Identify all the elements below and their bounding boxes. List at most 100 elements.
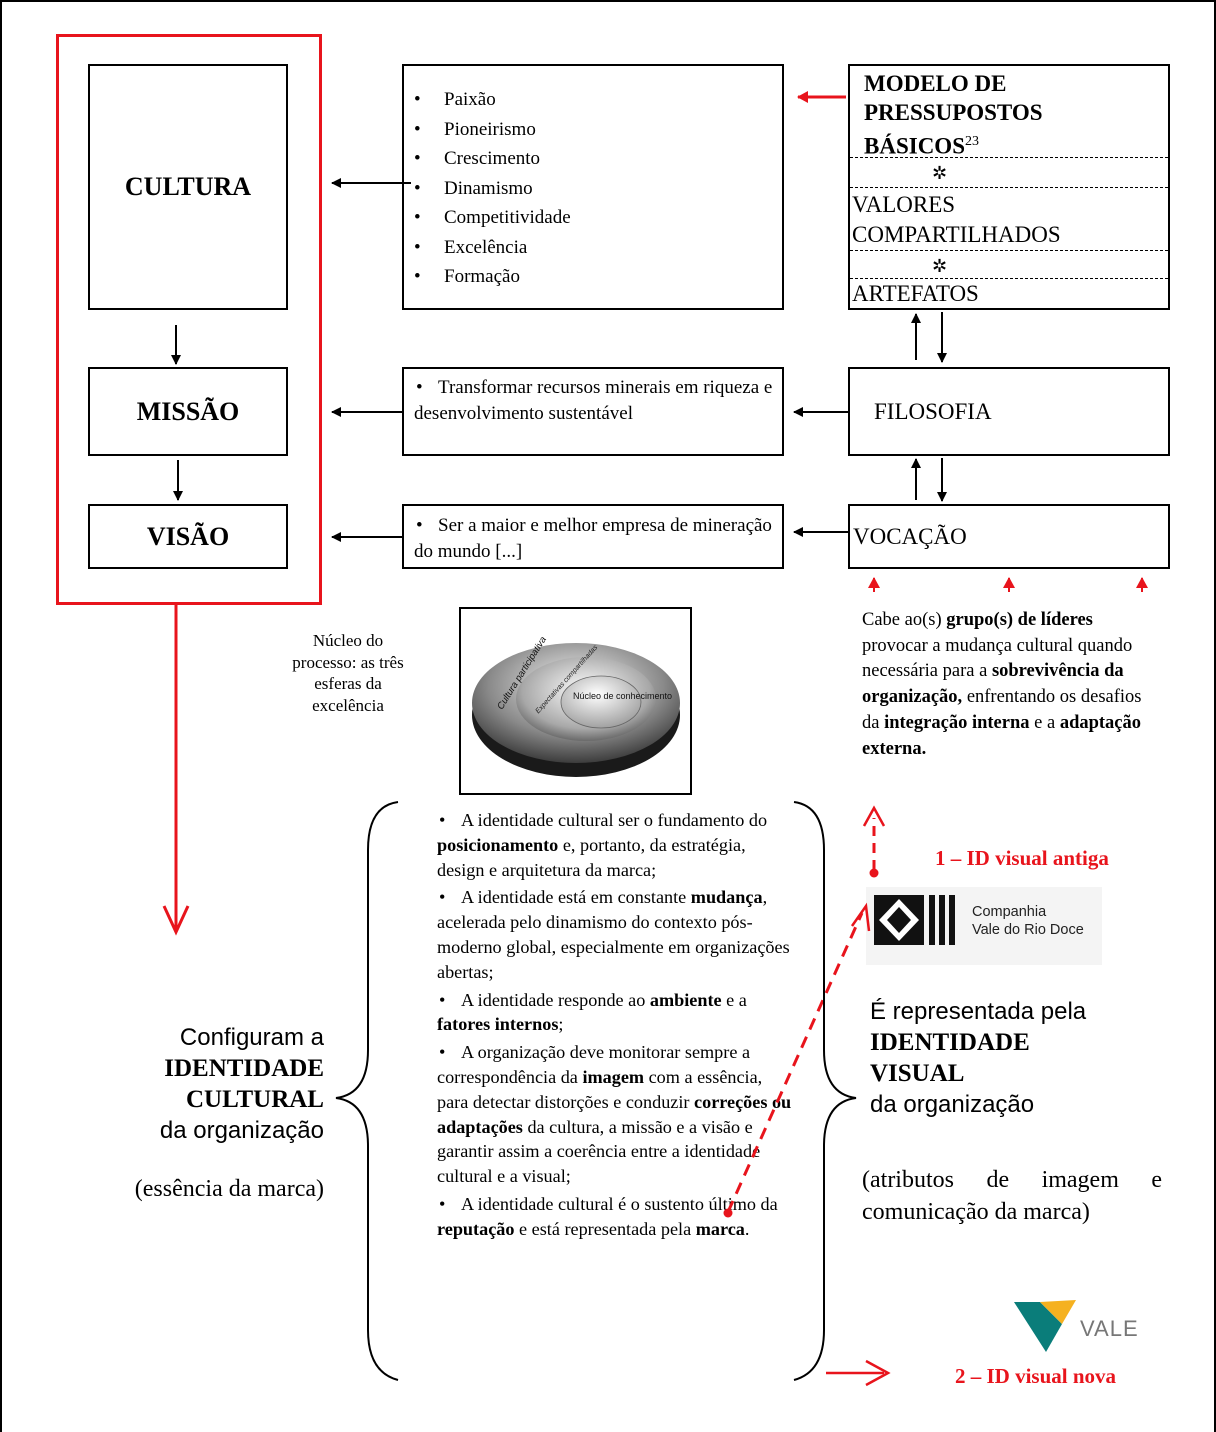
identity-bullet: • A identidade cultural ser o fundamento … [437,808,792,882]
bullet-icon: • [439,810,446,830]
leaders-paragraph: Cabe ao(s) grupo(s) de líderes provocar … [862,608,1162,762]
dashed-separator [850,157,1168,158]
interaction-star-icon: ✲ [932,256,948,276]
bullet-icon: • [439,1042,446,1063]
interaction-star-icon: ✲ [932,163,948,183]
bullet-text: , acelerada pelo dinamismo do contexto p… [437,887,790,982]
left-caption-line1: Configuram a [179,1024,324,1051]
value-item: Dinamismo [404,174,782,204]
bullet-bold-text: fatores internos [437,1014,559,1035]
culture-label: CULTURA [124,172,252,201]
new-logo: VALE [1010,1294,1160,1354]
left-caption-line5: (essência da marca) [134,1176,324,1202]
model-title-text: MODELO DE PRESSUPOSTOS BÁSICOS [864,71,1043,159]
value-item: Excelência [404,233,782,263]
bullet-text: e a [721,989,747,1010]
shared-values-label: VALORES COMPARTILHADOS [852,192,1061,247]
value-item: Crescimento [404,144,782,174]
bullet-text: . [744,1218,750,1239]
model-title: MODELO DE PRESSUPOSTOS BÁSICOS23 [864,69,1104,161]
philosophy-box: FILOSOFIA [848,367,1170,456]
bullet-text: da cultura, a missão e a visão e garanti… [437,1116,761,1187]
mission-label: MISSÃO [136,396,240,426]
excellence-spheres-figure: Cultura participativa Expectativas compa… [459,607,692,795]
vision-box: VISÃO [88,504,288,569]
old-logo-mark-icon [874,895,955,945]
old-logo-label: 1 – ID visual antiga [935,846,1109,870]
identity-bullet: •A identidade cultural é o sustento últi… [437,1192,792,1242]
bullet-text: A identidade cultural é o sustento últim… [461,1193,778,1214]
right-caption-line3: VISUAL [870,1060,965,1087]
identity-bullet: •A organização deve monitorar sempre a c… [437,1040,792,1189]
bullet-icon: • [416,377,423,398]
core-sphere-label: Núcleo de conhecimento [573,691,672,701]
vision-text-box: •Ser a maior e melhor empresa de mineraç… [402,504,784,569]
right-curly-brace [793,801,857,1381]
mission-text: Transformar recursos minerais em riqueza… [414,377,773,424]
bullet-bold-text: posicionamento [437,834,559,855]
dashed-separator [850,250,1168,251]
bullet-text: A organização deve monitorar sempre a co… [437,1042,751,1087]
old-logo-line2: Vale do Rio Doce [972,922,1084,938]
corrections-to-old-logo-dashed [726,912,864,1213]
philosophy-label: FILOSOFIA [874,398,992,424]
bullet-text: com a essência, para detectar distorções… [437,1066,763,1112]
bullet-bold-text: ambiente [649,989,722,1010]
right-caption-line2: IDENTIDADE [870,1029,1030,1056]
new-logo-label: 2 – ID visual nova [955,1364,1117,1388]
old-logo: Companhia Vale do Rio Doce [866,887,1102,965]
dashed-origin-dot [723,1208,733,1218]
new-logo-wordmark: VALE [1080,1316,1139,1341]
mission-box: MISSÃO [88,367,288,456]
cultural-identity-frame [56,34,322,605]
leaders-text-4: e a [1029,712,1060,733]
culture-box: CULTURA [88,64,288,310]
value-item: Paixão [404,85,782,115]
bullet-bold-text: imagem [582,1066,645,1087]
artifacts-label: ARTEFATOS [852,281,979,306]
old-logo-line1: Companhia [972,904,1047,920]
leaders-text-2: provocar a mudança cultural quando neces… [862,635,1133,682]
right-caption-line1: É representada pela [870,998,1087,1025]
bullet-icon: • [439,989,446,1010]
dashed-separator [850,278,1168,279]
leaders-bold-1: grupo(s) de líderes [946,610,1093,630]
value-item: Pioneirismo [404,115,782,145]
vision-label: VISÃO [146,521,230,551]
corrections-to-old-logo-arrowhead [850,902,871,932]
right-caption-note: (atributos de imagem e comunicação da ma… [862,1167,1162,1225]
values-list: PaixãoPioneirismoCrescimentoDinamismoCom… [404,85,782,292]
vocation-box: VOCAÇÃO [848,504,1170,569]
vision-text: Ser a maior e melhor empresa de mineraçã… [414,515,772,562]
values-box: PaixãoPioneirismoCrescimentoDinamismoCom… [402,64,784,310]
bullet-bold-text: correções ou adaptações [437,1091,792,1137]
left-curly-brace [335,801,399,1381]
identity-down-red-arrowhead [162,905,190,936]
leaders-text-3: enfrentando os desafios da [862,687,1142,733]
bullet-icon: • [439,887,446,908]
core-sphere [560,675,642,729]
mission-text-box: •Transformar recursos minerais em riquez… [402,367,784,456]
dashed-separator [850,187,1168,188]
cultural-identity-bullets: • A identidade cultural ser o fundamento … [437,808,792,1245]
old-logo-text: Companhia Vale do Rio Doce [972,903,1084,939]
left-caption-line2: IDENTIDADE [164,1055,324,1082]
bullet-text: A identidade responde ao [461,989,650,1010]
right-caption: É representada pela IDENTIDADE VISUAL da… [870,996,1170,1120]
to-new-logo-red-arrowhead [865,1359,891,1387]
leaders-text-1: Cabe ao(s) [862,610,947,630]
value-item: Competitividade [404,203,782,233]
bullet-text: A identidade cultural ser o fundamento d… [461,810,768,830]
bullet-text: e está representada pela [514,1218,696,1239]
dashed-origin-dot [869,868,879,878]
bullet-bold-text: mudança [690,887,763,908]
footnote-marker: 23 [964,134,979,149]
bullet-text: ; [558,1014,564,1035]
vale-v-mark-icon [1014,1300,1076,1352]
basic-assumptions-model-box: MODELO DE PRESSUPOSTOS BÁSICOS23 ✲ VALOR… [848,64,1170,310]
bullet-bold-text: reputação [437,1218,515,1239]
leaders-bold-3: integração interna [884,712,1030,733]
leaders-bold-2: sobrevivência da organização, [862,661,1124,708]
